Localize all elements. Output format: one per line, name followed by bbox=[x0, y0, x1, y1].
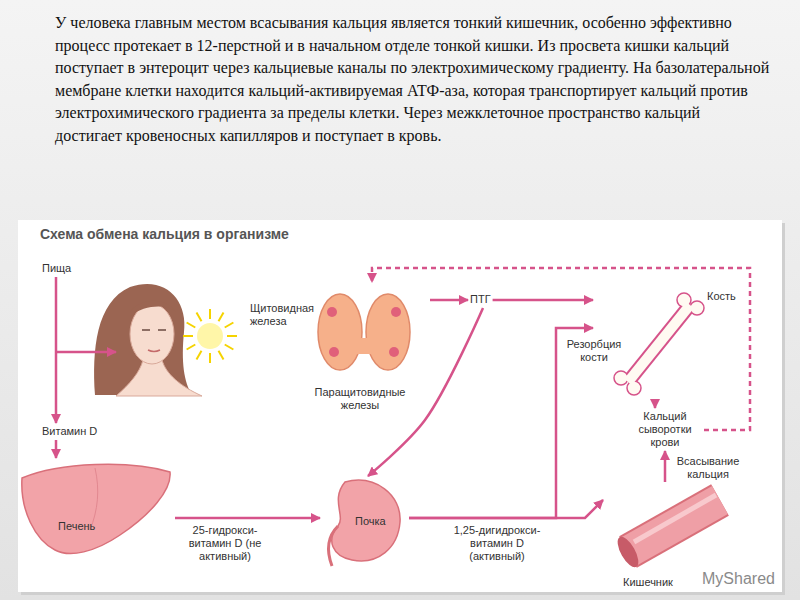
liver-organ: Печень bbox=[18, 460, 173, 560]
sun-ray bbox=[219, 351, 224, 360]
intestine-highlight bbox=[634, 495, 716, 542]
caption-text: У человека главным местом всасывания кал… bbox=[55, 12, 770, 147]
sun-ray bbox=[187, 323, 196, 328]
node-text: Щитовидная железа bbox=[250, 302, 312, 328]
hormone-label: ПТГ bbox=[470, 293, 491, 306]
fringe bbox=[130, 301, 176, 316]
face bbox=[130, 304, 174, 364]
node-text: Паращитовидные железы bbox=[314, 386, 406, 412]
node-text: Пища bbox=[42, 262, 71, 275]
diagram-title: Схема обмена кальция в организме bbox=[40, 226, 289, 242]
sun-disc bbox=[197, 323, 223, 349]
connector-arrow bbox=[55, 277, 58, 423]
parathyroid-gland bbox=[327, 307, 337, 317]
connector-arrow bbox=[430, 299, 468, 302]
sun-ray bbox=[183, 335, 193, 337]
watermark: MyShared bbox=[702, 570, 775, 588]
edge-label: Резорбция кости bbox=[560, 338, 628, 364]
node-text: ПТГ bbox=[470, 293, 491, 306]
eye bbox=[142, 329, 150, 331]
node-text: Кость bbox=[707, 290, 736, 303]
vitamin-label: Витамин D bbox=[42, 425, 97, 438]
eye bbox=[158, 329, 166, 331]
serum-calcium: Кальций сыворотки крови bbox=[628, 410, 702, 449]
intestine-organ: Кишечник bbox=[605, 484, 735, 592]
intestine bbox=[628, 500, 720, 552]
edge-label: Всасывание кальция bbox=[671, 455, 745, 481]
node-text: Печень bbox=[58, 520, 95, 533]
food-label: Пища bbox=[42, 262, 71, 275]
intestine-outline bbox=[628, 500, 720, 552]
figure-panel bbox=[18, 220, 782, 592]
bone-shaft-outline bbox=[628, 305, 690, 382]
parathyroid-gland bbox=[329, 347, 339, 357]
neck bbox=[116, 360, 202, 396]
sun-ray bbox=[225, 345, 234, 350]
sun-ray bbox=[197, 351, 202, 360]
thyroid-lobe bbox=[318, 294, 362, 370]
bone-shaft bbox=[628, 305, 690, 382]
mouth bbox=[148, 350, 160, 352]
ureter bbox=[329, 526, 338, 566]
connector-arrow bbox=[372, 268, 750, 430]
connector-arrow bbox=[664, 451, 667, 482]
thyroid-isthmus bbox=[352, 338, 376, 354]
sun-ray bbox=[197, 313, 202, 322]
food-arrow bbox=[56, 351, 116, 354]
node-text: Кальций сыворотки крови bbox=[628, 410, 702, 449]
kidney-organ: Почка bbox=[322, 478, 407, 566]
connector-arrow bbox=[175, 517, 320, 520]
bone-end bbox=[627, 381, 641, 395]
intestine-opening bbox=[614, 534, 643, 570]
connector-arrow bbox=[654, 399, 657, 408]
node-text: Витамин D bbox=[42, 425, 97, 438]
sun-ray bbox=[219, 313, 224, 322]
parathyroid-gland bbox=[389, 347, 399, 357]
sun bbox=[183, 309, 237, 363]
connector-arrow bbox=[409, 500, 603, 518]
sun-ray bbox=[209, 353, 211, 363]
connector-arrow bbox=[493, 299, 593, 302]
parathyroid-gland bbox=[391, 307, 401, 317]
node-text: Почка bbox=[355, 515, 386, 528]
connector-arrow bbox=[55, 440, 58, 458]
kidney bbox=[332, 480, 400, 561]
sun-ray bbox=[227, 335, 237, 337]
thyroid-lobe bbox=[366, 294, 410, 370]
node-text: Кишечник bbox=[623, 576, 673, 589]
liver bbox=[22, 464, 170, 553]
thyroid-gland: Щитовидная железаПаращитовидные железы bbox=[292, 284, 428, 382]
edge-label: 1,25-дигидрокси-витамин D (активный) bbox=[444, 524, 550, 563]
sun-ray bbox=[209, 309, 211, 319]
edge-label: 25-гидрокси-витамин D (не активный) bbox=[178, 524, 272, 563]
sun-ray bbox=[187, 345, 196, 350]
sun-ray bbox=[225, 323, 234, 328]
